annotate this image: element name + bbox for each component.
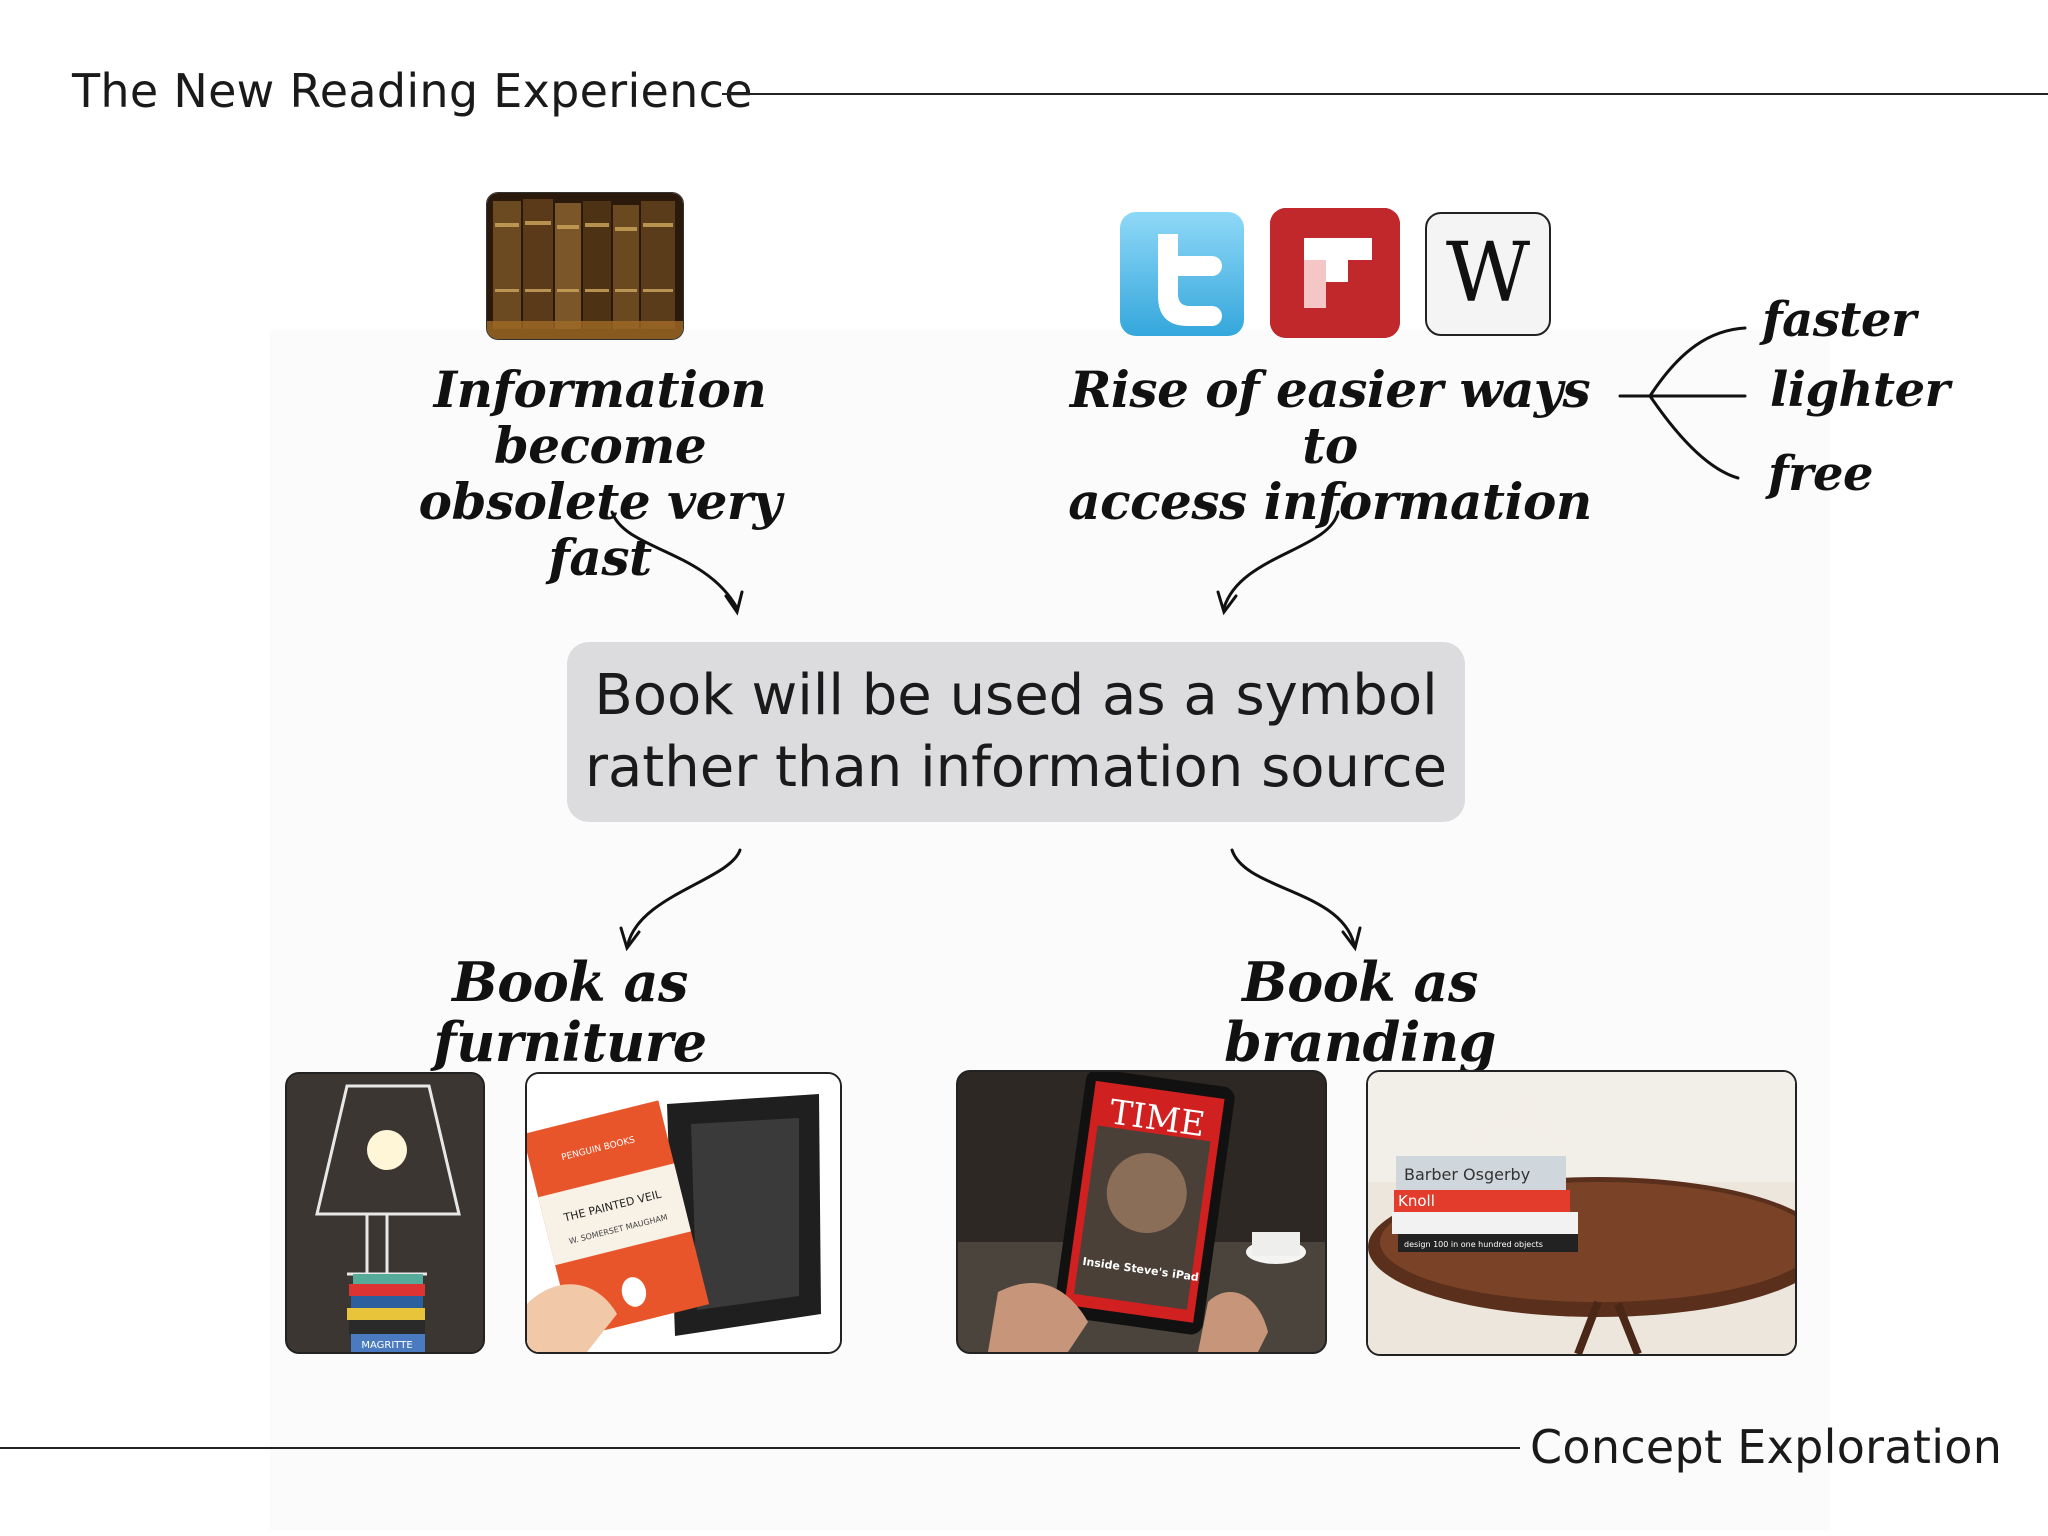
note-branding: Book as branding [1224,950,1496,1075]
arrow-to-furniture [626,848,742,946]
penguin-frame-image: PENGUIN BOOKS THE PAINTED VEIL W. SOMERS… [525,1072,842,1354]
header-divider [722,93,2048,95]
arrow-to-furniture-head [619,926,641,952]
footer-title: Concept Exploration [1530,1420,2003,1474]
note-access: Rise of easier ways to access informatio… [1068,360,1592,531]
branch-faster [1648,326,1747,398]
central-statement: Book will be used as a symbol rather tha… [567,642,1465,822]
stack-book-3: design 100 in one hundred objects [1404,1240,1543,1249]
central-statement-text: Book will be used as a symbol rather tha… [584,663,1448,800]
arrow-left-down [610,510,739,610]
wikipedia-icon: W [1425,212,1551,336]
old-books-image [486,192,684,340]
branch-free [1648,394,1740,480]
stack-book-2: Knoll [1398,1192,1435,1210]
note-furniture: Book as furniture [433,950,707,1075]
flipboard-icon [1270,208,1400,338]
twitter-icon [1120,212,1244,336]
note-faster: faster [1762,292,1916,348]
note-free: free [1768,446,1874,502]
coffee-table-books-image: Barber Osgerby Knoll design 100 in one h… [1366,1070,1797,1356]
wikipedia-letter: W [1445,226,1531,321]
note-lighter: lighter [1770,362,1950,418]
ipad-time-image: TIME Inside Steve's iPad [956,1070,1327,1354]
arrow-to-branding [1230,848,1356,946]
arrow-left-down-head [724,590,744,616]
arrow-right-down-head [1216,590,1238,616]
arrow-right-down [1222,510,1340,610]
note-obsolete: Information become obsolete very fast [418,360,782,587]
lamp-book-label: MAGRITTE [361,1340,412,1351]
stack-book-1: Barber Osgerby [1404,1165,1530,1184]
page-title: The New Reading Experience [72,64,753,118]
arrow-to-branding-head [1341,926,1362,952]
footer-divider [0,1447,1520,1449]
lamp-books-image: MAGRITTE [285,1072,485,1354]
